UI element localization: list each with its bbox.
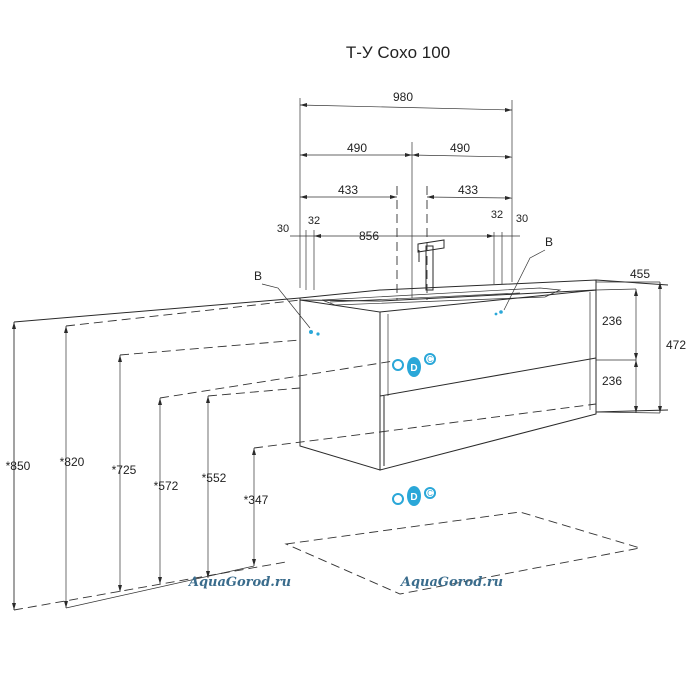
- faucet: [417, 239, 445, 291]
- marker-b: B B: [254, 235, 553, 336]
- watermark-right: AquaGorod.ru: [399, 575, 503, 590]
- dim-drawer-bottom: 236: [602, 374, 622, 388]
- marker-b-right: B: [545, 235, 553, 249]
- height-820: *820: [60, 455, 85, 469]
- connector-group-upper: D C: [392, 353, 436, 377]
- height-572: *572: [154, 479, 179, 493]
- height-552: *552: [202, 471, 227, 485]
- dim-total-height: 472: [666, 338, 686, 352]
- height-850: *850: [6, 459, 31, 473]
- dim-inner-left: 433: [338, 183, 358, 197]
- connector-d-lower: D: [410, 492, 417, 503]
- connector-c-lower: C: [427, 489, 433, 498]
- outlet-right-dot: [499, 310, 503, 314]
- outlet-left-dot: [309, 330, 313, 334]
- connector-d-upper: D: [410, 363, 417, 374]
- dim-offset-left: 32: [308, 215, 320, 227]
- dim-center-span: 856: [359, 229, 379, 243]
- vanity-cabinet: [299, 279, 597, 471]
- dim-half-left: 490: [347, 141, 367, 155]
- wall-outline: [13, 279, 669, 610]
- dim-offset-right: 32: [491, 209, 503, 221]
- height-dimensions: *850 *820 *725 *572 *552 *347: [6, 299, 597, 610]
- floor-outline: [13, 511, 641, 611]
- dim-edge-right: 30: [516, 213, 528, 225]
- top-dimensions: 980 490 490 433 433 30 32 856 32 30: [277, 90, 528, 300]
- height-347: *347: [244, 493, 269, 507]
- marker-b-left: B: [254, 269, 262, 283]
- dim-total-width: 980: [393, 90, 413, 104]
- dim-inner-right: 433: [458, 183, 478, 197]
- drawing-title: Т-У Coxo 100: [346, 43, 450, 62]
- dim-edge-left: 30: [277, 223, 289, 235]
- connector-group-lower: D C: [392, 486, 436, 506]
- dim-half-right: 490: [450, 141, 470, 155]
- dim-drawer-top: 236: [602, 314, 622, 328]
- watermark-left: AquaGorod.ru: [187, 575, 291, 590]
- height-725: *725: [112, 463, 137, 477]
- connector-c-upper: C: [427, 355, 433, 364]
- right-dimensions: 455 236 236 472: [595, 267, 686, 414]
- dim-depth: 455: [630, 267, 650, 281]
